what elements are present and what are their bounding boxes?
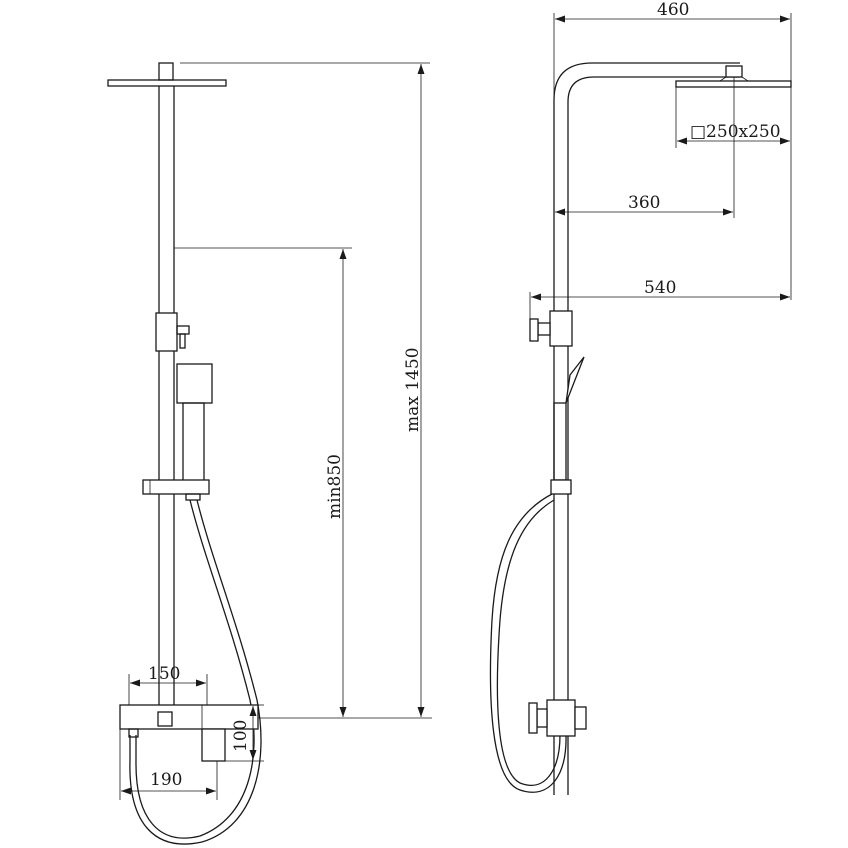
front-hose-outlet bbox=[185, 493, 201, 501]
front-hand-shower-handle bbox=[182, 402, 205, 484]
side-head-connector bbox=[725, 65, 743, 78]
side-mixer-body bbox=[546, 699, 576, 737]
side-riser-inner bbox=[567, 76, 740, 795]
front-hose-outer bbox=[135, 499, 255, 839]
front-mixer-body bbox=[119, 704, 259, 730]
side-diverter-knob bbox=[537, 322, 551, 336]
front-hose-inner bbox=[129, 499, 262, 845]
side-riser-outer bbox=[553, 62, 740, 795]
dim-head-size: □250x250 bbox=[690, 122, 781, 142]
side-hand-shower-head bbox=[565, 356, 585, 404]
side-diverter-body bbox=[549, 310, 573, 347]
front-mixer-connector bbox=[157, 711, 173, 727]
front-hand-shower-head bbox=[176, 363, 213, 404]
side-view: 460 □250x250 360 540 bbox=[489, 0, 792, 795]
front-view: max 1450 min850 150 100 190 bbox=[107, 62, 432, 845]
dim-mixer-height: 100 bbox=[231, 720, 251, 752]
dim-total-depth: 540 bbox=[644, 278, 676, 298]
front-mixer-handle bbox=[201, 728, 226, 762]
front-slider-bracket bbox=[142, 479, 210, 495]
dim-top-width: 460 bbox=[657, 0, 689, 20]
side-diverter-handle bbox=[529, 318, 539, 342]
front-diverter-knob bbox=[176, 325, 190, 335]
side-slider-bracket bbox=[550, 479, 572, 495]
side-hose-inner bbox=[489, 493, 567, 793]
dim-arm-reach: 360 bbox=[628, 193, 660, 213]
side-rain-head bbox=[675, 80, 792, 88]
dim-max-height: max 1450 bbox=[403, 347, 423, 432]
front-hose-inlet bbox=[128, 728, 139, 738]
dim-min-height: min850 bbox=[325, 454, 345, 519]
dim-mixer-width: 150 bbox=[148, 664, 180, 684]
side-hand-shower-handle bbox=[553, 402, 567, 481]
side-mixer-stem bbox=[536, 708, 548, 728]
front-diverter-body bbox=[155, 312, 178, 352]
side-mixer-handle bbox=[528, 702, 538, 734]
side-hose-outer bbox=[496, 499, 561, 786]
front-head-connector bbox=[158, 62, 174, 81]
front-diverter-lever bbox=[179, 333, 186, 349]
side-wall-connector bbox=[574, 706, 587, 730]
front-rain-head bbox=[107, 79, 227, 87]
dim-mixer-depth: 190 bbox=[150, 770, 182, 790]
